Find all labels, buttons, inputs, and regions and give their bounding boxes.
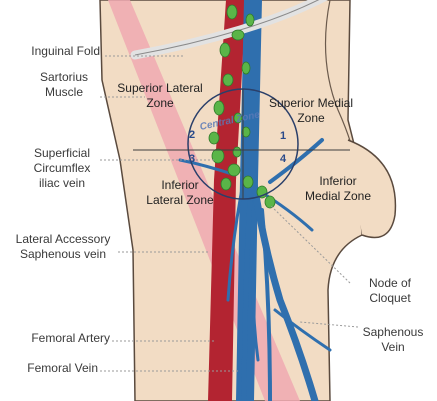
zone-number-4: 4 xyxy=(280,153,286,165)
lymph-node xyxy=(228,164,240,176)
zone-label-superior-lateral: Superior Lateral Zone xyxy=(110,81,210,111)
lymph-node xyxy=(227,5,237,19)
zone-label-inferior-lateral: Inferior Lateral Zone xyxy=(130,178,230,208)
lymph-node xyxy=(223,74,233,86)
label-superficial-circumflex-iliac-vein: Superficial Circumflex iliac vein xyxy=(22,146,102,191)
lymph-node xyxy=(212,149,224,163)
zone-label-superior-medial: Superior Medial Zone xyxy=(258,96,364,126)
label-femoral-artery: Femoral Artery xyxy=(10,331,110,346)
zone-number-1: 1 xyxy=(280,130,286,142)
label-lateral-accessory-saphenous-vein: Lateral Accessory Saphenous vein xyxy=(4,232,122,262)
lymph-node xyxy=(265,196,275,208)
label-inguinal-fold: Inguinal Fold xyxy=(12,44,100,59)
lymph-node xyxy=(220,43,230,57)
label-node-of-cloquet: Node of Cloquet xyxy=(355,276,425,306)
zone-label-inferior-medial: Inferior Medial Zone xyxy=(288,174,388,204)
lymph-node xyxy=(233,147,241,157)
zone-number-2: 2 xyxy=(189,129,195,141)
lymph-node xyxy=(242,62,250,74)
lymph-node xyxy=(214,101,224,115)
lymph-node xyxy=(232,30,244,40)
label-femoral-vein: Femoral Vein xyxy=(10,361,98,376)
lymph-node xyxy=(209,132,219,144)
zone-number-3: 3 xyxy=(189,153,195,165)
lymph-node xyxy=(243,176,253,188)
lymph-node xyxy=(246,14,254,26)
label-saphenous-vein: Saphenous Vein xyxy=(358,325,428,355)
label-sartorius-muscle: Sartorius Muscle xyxy=(24,70,104,100)
